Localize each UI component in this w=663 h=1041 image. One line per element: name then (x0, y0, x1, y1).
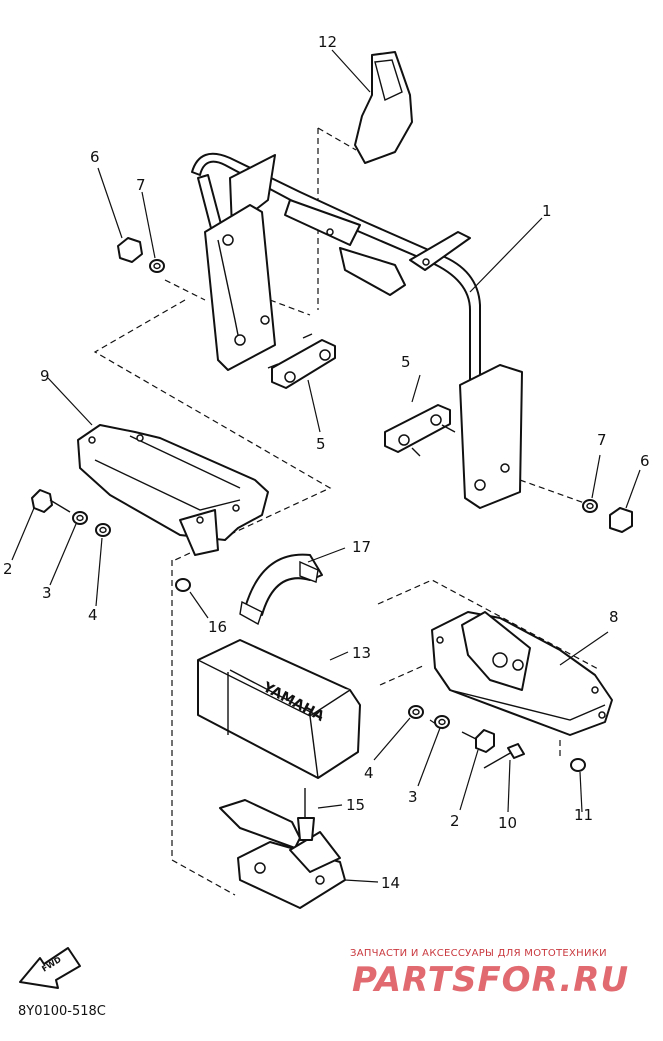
callout-16: 16 (208, 618, 227, 636)
part-2-bolt-left (11, 489, 71, 561)
watermark-tagline: ЗАПЧАСТИ И АКСЕССУАРЫ ДЛЯ МОТОТЕХНИКИ (350, 948, 607, 959)
part-11-washer (570, 758, 586, 813)
part-3-washer-right (417, 715, 450, 787)
callout-5a: 5 (316, 435, 326, 453)
part-5-plate-right (384, 374, 456, 457)
callout-2b: 2 (450, 812, 460, 830)
callout-2a: 2 (3, 560, 13, 578)
part-17-band (239, 547, 346, 626)
callout-3a: 3 (42, 584, 52, 602)
callout-17: 17 (352, 538, 371, 556)
callout-4b: 4 (364, 764, 374, 782)
callout-12: 12 (318, 33, 337, 51)
callout-3b: 3 (408, 788, 418, 806)
callout-7b: 7 (597, 431, 607, 449)
part-2-bolt-right (459, 729, 495, 811)
part-10-pin (483, 743, 525, 813)
part-5-plate-left (267, 333, 336, 433)
part-12-cover (331, 49, 413, 164)
part-3-washer-left (49, 511, 88, 586)
callout-4a: 4 (88, 606, 98, 624)
part-6-nut-left (97, 167, 143, 263)
callout-6b: 6 (640, 452, 650, 470)
part-7-washer-left (141, 191, 165, 273)
part-14-bracket (219, 799, 379, 909)
callout-7a: 7 (136, 176, 146, 194)
part-7-washer-right (582, 454, 601, 513)
diagram-code: 8Y0100-518C (18, 1004, 106, 1019)
part-9-bracket (47, 377, 269, 556)
assembly-dash-lines (93, 127, 601, 896)
part-8-bracket (431, 611, 613, 736)
callout-6a: 6 (90, 148, 100, 166)
callout-numbers: 1 2 3 4 5 5 6 7 6 7 8 9 12 13 17 16 4 3 … (3, 33, 650, 892)
callout-5b: 5 (401, 353, 411, 371)
callout-11: 11 (574, 806, 593, 824)
part-4-washer-right (373, 705, 424, 761)
part-6-nut-right (609, 469, 641, 533)
fwd-arrow-icon: FWD (19, 947, 81, 989)
callout-13: 13 (352, 644, 371, 662)
part-15-bolt (297, 788, 343, 841)
part-1-frame (191, 152, 543, 509)
part-13-battery: YAMAHA (197, 639, 361, 779)
callout-14: 14 (381, 874, 400, 892)
callout-15: 15 (346, 796, 365, 814)
part-16-grommet (175, 578, 209, 619)
callout-8: 8 (609, 608, 619, 626)
watermark-logo: PARTSFOR.RU (352, 960, 630, 1000)
callout-1: 1 (542, 202, 552, 220)
callout-10: 10 (498, 814, 517, 832)
callout-9: 9 (40, 367, 50, 385)
part-4-washer-left (95, 523, 111, 607)
